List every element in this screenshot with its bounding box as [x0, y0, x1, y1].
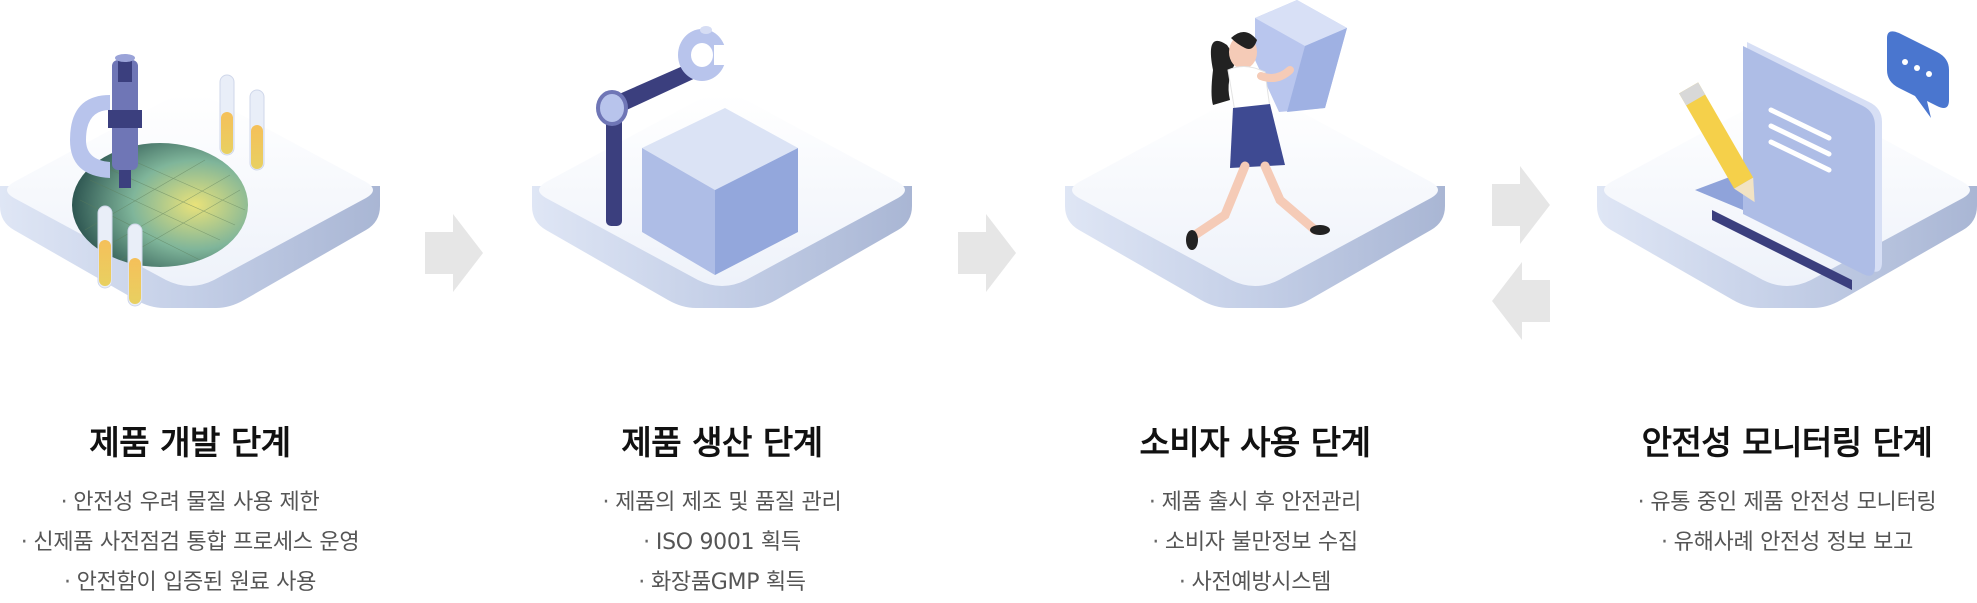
stage-item-list: ·유통 중인 제품 안전성 모니터링 ·유해사례 안전성 정보 보고	[1577, 483, 1977, 563]
stage-consumer-use: 소비자 사용 단계 ·제품 출시 후 안전관리 ·소비자 불만정보 수집 ·사전…	[1065, 0, 1445, 595]
stage-title: 안전성 모니터링 단계	[1641, 423, 1933, 462]
stage-safety-monitoring: 안전성 모니터링 단계 ·유통 중인 제품 안전성 모니터링 ·유해사례 안전성…	[1597, 0, 1977, 591]
stage-product-development: 제품 개발 단계 ·안전성 우려 물질 사용 제한 ·신제품 사전점검 통합 프…	[0, 0, 380, 595]
document-pencil-chat-icon	[1597, 31, 1977, 308]
arrow-right-icon	[425, 214, 483, 292]
list-item: ·제품 출시 후 안전관리	[1148, 490, 1362, 515]
consumer-carrying-box-icon	[1065, 0, 1445, 308]
list-item: ·안전함이 입증된 원료 사용	[63, 570, 317, 595]
list-item: ·유통 중인 제품 안전성 모니터링	[1637, 490, 1937, 515]
arrow-right-icon	[1492, 166, 1550, 244]
stage-title: 소비자 사용 단계	[1139, 423, 1372, 462]
list-item: ·ISO 9001 획득	[643, 530, 801, 555]
arrow-right-icon	[958, 214, 1016, 292]
list-item: ·신제품 사전점검 통합 프로세스 운영	[20, 530, 360, 555]
list-item: ·안전성 우려 물질 사용 제한	[60, 490, 320, 515]
stage-product-manufacturing: 제품 생산 단계 ·제품의 제조 및 품질 관리 ·ISO 9001 획득 ·화…	[532, 0, 912, 595]
stage-item-list: ·제품 출시 후 안전관리 ·소비자 불만정보 수집 ·사전예방시스템	[1045, 483, 1465, 603]
list-item: ·유해사례 안전성 정보 보고	[1660, 530, 1914, 555]
arrow-left-icon	[1492, 262, 1550, 340]
stage-item-list: ·제품의 제조 및 품질 관리 ·ISO 9001 획득 ·화장품GMP 획득	[512, 483, 932, 603]
list-item: ·제품의 제조 및 품질 관리	[602, 490, 842, 515]
stage-title: 제품 생산 단계	[621, 423, 823, 462]
list-item: ·소비자 불만정보 수집	[1152, 530, 1358, 555]
lab-microscope-icon	[0, 54, 380, 308]
list-item: ·사전예방시스템	[1178, 570, 1332, 595]
robot-arm-cube-icon	[532, 26, 912, 308]
stage-title: 제품 개발 단계	[89, 423, 291, 462]
list-item: ·화장품GMP 획득	[638, 570, 806, 595]
stage-item-list: ·안전성 우려 물질 사용 제한 ·신제품 사전점검 통합 프로세스 운영 ·안…	[0, 483, 400, 603]
